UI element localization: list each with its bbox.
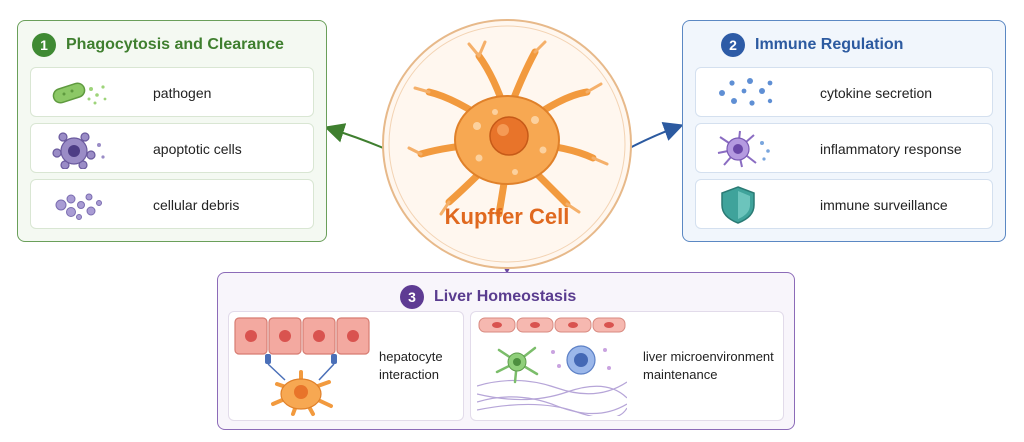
kupffer-cell-illustration: Kupffer Cell <box>382 19 632 269</box>
immune-item-label: inflammatory response <box>820 141 962 157</box>
hepatocyte-interaction-line2: interaction <box>379 367 439 382</box>
bacterium-icon <box>52 82 107 105</box>
microenvironment-line2: maintenance <box>643 367 718 382</box>
immune-title: Immune Regulation <box>755 36 904 53</box>
immune-item-label: immune surveillance <box>820 197 948 213</box>
homeostasis-number-badge: 3 <box>400 285 424 309</box>
hepatocyte-interaction-icon <box>234 317 370 416</box>
hepatocyte-interaction-label: hepatocyte interaction <box>379 348 443 384</box>
immune-item-inflammatory: inflammatory response <box>695 123 993 173</box>
homeostasis-item-microenvironment: liver microenvironment maintenance <box>470 311 784 421</box>
microenvironment-line1: liver microenvironment <box>643 349 774 364</box>
phagocytosis-header: 1 Phagocytosis and Clearance <box>32 33 284 57</box>
phagocytosis-item-pathogen: pathogen <box>30 67 314 117</box>
cytokine-dots-icon <box>719 78 773 106</box>
immune-item-label: cytokine secretion <box>820 85 933 101</box>
inflammatory-cell-icon <box>717 130 770 168</box>
homeostasis-item-hepatocyte: hepatocyte interaction <box>228 311 464 421</box>
phagocytosis-title: Phagocytosis and Clearance <box>66 36 284 53</box>
shield-icon <box>721 186 755 224</box>
phagocytosis-item-label: apoptotic cells <box>153 141 242 157</box>
apoptotic-cell-icon <box>52 132 105 169</box>
immune-header: 2 Immune Regulation <box>721 33 903 57</box>
phagocytosis-number-badge: 1 <box>32 33 56 57</box>
immune-panel: 2 Immune Regulation cytokine secretion i… <box>682 20 1006 242</box>
debris-icon <box>55 193 102 220</box>
immune-item-surveillance: immune surveillance <box>695 179 993 229</box>
phagocytosis-item-label: pathogen <box>153 85 212 101</box>
homeostasis-title: Liver Homeostasis <box>434 288 577 305</box>
phagocytosis-item-debris: cellular debris <box>30 179 314 229</box>
phagocytosis-item-label: cellular debris <box>153 197 240 213</box>
immune-number-badge: 2 <box>721 33 745 57</box>
immune-item-cytokine: cytokine secretion <box>695 67 993 117</box>
phagocytosis-panel: 1 Phagocytosis and Clearance pathogen ap… <box>17 20 327 242</box>
center-title: Kupffer Cell <box>445 204 570 229</box>
microenvironment-label: liver microenvironment maintenance <box>643 348 774 384</box>
homeostasis-header: 3 Liver Homeostasis <box>400 285 576 309</box>
hepatocyte-interaction-line1: hepatocyte <box>379 349 443 364</box>
phagocytosis-item-apoptotic: apoptotic cells <box>30 123 314 173</box>
homeostasis-panel: 3 Liver Homeostasis hepatocyte interacti… <box>217 272 795 430</box>
microenvironment-icon <box>477 317 627 416</box>
